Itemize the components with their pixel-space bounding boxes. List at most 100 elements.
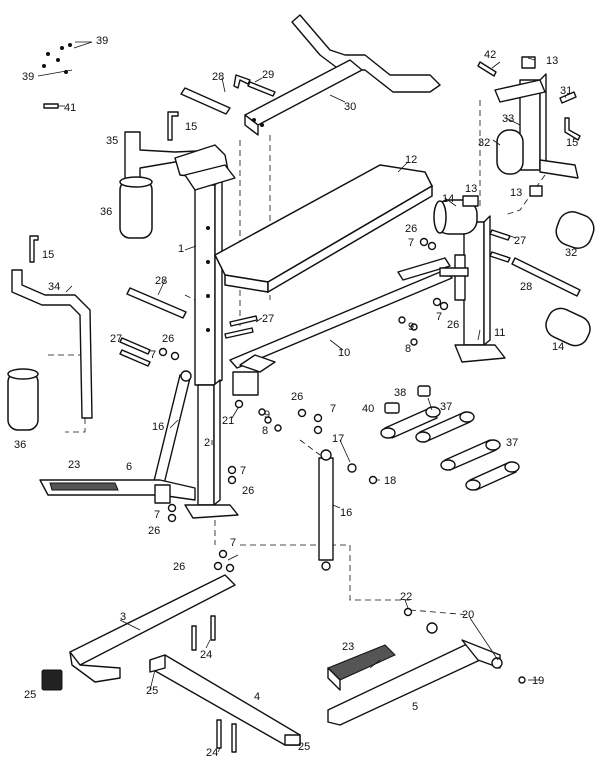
leg-arm-part-34 <box>11 269 93 419</box>
roller-pad-part-14-lower <box>545 307 591 347</box>
callout-26: 26 <box>291 391 303 403</box>
weight-rod-part-28-right <box>511 257 581 297</box>
roller-pad-part-36-lower <box>7 368 39 431</box>
weight-rod-part-28-left <box>126 287 187 319</box>
callout-14: 14 <box>552 341 564 353</box>
callout-17: 17 <box>332 433 344 445</box>
callout-24: 24 <box>206 747 218 759</box>
base-frame-part-3 <box>69 574 236 683</box>
callout-13: 13 <box>465 183 477 195</box>
leader-lines <box>65 57 567 753</box>
callout-18: 18 <box>384 475 396 487</box>
callout-21: 21 <box>222 415 234 427</box>
callout-14: 14 <box>442 193 454 205</box>
callout-32: 32 <box>565 247 577 259</box>
roller-pad-part-14-upper <box>433 199 478 235</box>
roller-pad-part-36-upper <box>119 176 153 239</box>
callout-6: 6 <box>126 461 132 473</box>
callout-3: 3 <box>120 611 126 623</box>
callout-20: 20 <box>462 609 474 621</box>
callout-26: 26 <box>405 223 417 235</box>
callout-40: 40 <box>362 403 374 415</box>
bolts-part-27-right <box>489 229 511 263</box>
callout-8: 8 <box>405 343 411 355</box>
washer-part-19 <box>518 676 526 684</box>
rear-upright-part-11 <box>439 215 506 363</box>
seat-pad-part-12 <box>214 164 433 294</box>
callout-9: 9 <box>408 321 414 333</box>
callout-7: 7 <box>150 349 156 361</box>
callout-7: 7 <box>230 537 236 549</box>
callout-24: 24 <box>200 649 212 661</box>
callout-12: 12 <box>405 154 417 166</box>
nuts-and-washers <box>158 237 449 573</box>
leg-frame-part-6 <box>39 479 196 504</box>
weight-rod-part-28-upper <box>180 87 231 115</box>
callout-42: 42 <box>484 49 496 61</box>
callout-30: 30 <box>344 101 356 113</box>
callout-8: 8 <box>262 425 268 437</box>
cap-part-13-lower <box>529 185 543 197</box>
roller-pad-part-32-upper <box>496 129 524 175</box>
callout-13: 13 <box>510 187 522 199</box>
callout-25: 25 <box>24 689 36 701</box>
callout-4: 4 <box>254 691 260 703</box>
pin-part-15-right <box>564 117 581 141</box>
weight-handles-part-37 <box>380 406 520 491</box>
cap-part-13-top <box>521 56 536 69</box>
pin-part-29 <box>233 74 276 97</box>
seat-frame-part-10 <box>229 257 453 396</box>
callout-15: 15 <box>42 249 54 261</box>
mount-part-17 <box>339 439 351 463</box>
callout-22: 22 <box>400 591 412 603</box>
right-upright-part-33 <box>494 73 579 179</box>
bolts-part-24 <box>191 615 237 753</box>
roller-pad-part-32-lower <box>555 211 595 249</box>
callout-28: 28 <box>520 281 532 293</box>
callout-7: 7 <box>330 403 336 415</box>
callout-31: 31 <box>560 85 572 97</box>
callout-36: 36 <box>14 439 26 451</box>
callout-26: 26 <box>447 319 459 331</box>
callout-16: 16 <box>152 421 164 433</box>
callout-7: 7 <box>408 237 414 249</box>
callout-labels: 39 39 41 28 29 30 42 13 31 33 32 15 35 1… <box>14 35 578 759</box>
callout-5: 5 <box>412 701 418 713</box>
clip-part-41 <box>43 103 65 109</box>
callout-26: 26 <box>162 333 174 345</box>
callout-38: 38 <box>394 387 406 399</box>
callout-15: 15 <box>566 137 578 149</box>
callout-11: 11 <box>494 327 505 339</box>
top-handle-bar-part-30 <box>244 14 441 136</box>
lower-upright-part-2 <box>184 379 239 519</box>
callout-15: 15 <box>185 121 197 133</box>
foot-frame-part-5 <box>327 639 501 726</box>
callout-27: 27 <box>262 313 274 325</box>
callout-27: 27 <box>110 333 122 345</box>
callout-25: 25 <box>298 741 310 753</box>
pin-part-42 <box>477 61 497 77</box>
callout-33: 33 <box>502 113 514 125</box>
callout-23: 23 <box>342 641 354 653</box>
cap-part-13-mid <box>462 195 479 207</box>
cap-part-38 <box>417 385 431 397</box>
callout-34: 34 <box>48 281 60 293</box>
callout-10: 10 <box>338 347 350 359</box>
callout-2: 2 <box>204 437 210 449</box>
callout-27: 27 <box>514 235 526 247</box>
callout-35: 35 <box>106 135 118 147</box>
callout-25: 25 <box>146 685 158 697</box>
callout-29: 29 <box>262 69 274 81</box>
callout-7: 7 <box>240 465 246 477</box>
callout-26: 26 <box>242 485 254 497</box>
callout-36: 36 <box>100 206 112 218</box>
callout-23: 23 <box>68 459 80 471</box>
end-cap-part-25-left <box>41 669 63 691</box>
callout-9: 9 <box>264 409 270 421</box>
callout-1: 1 <box>178 243 184 255</box>
assembly-guide-lines <box>48 100 546 616</box>
pin-part-31 <box>559 91 577 104</box>
washer-part-22 <box>403 607 413 617</box>
cap-part-40 <box>384 402 400 414</box>
